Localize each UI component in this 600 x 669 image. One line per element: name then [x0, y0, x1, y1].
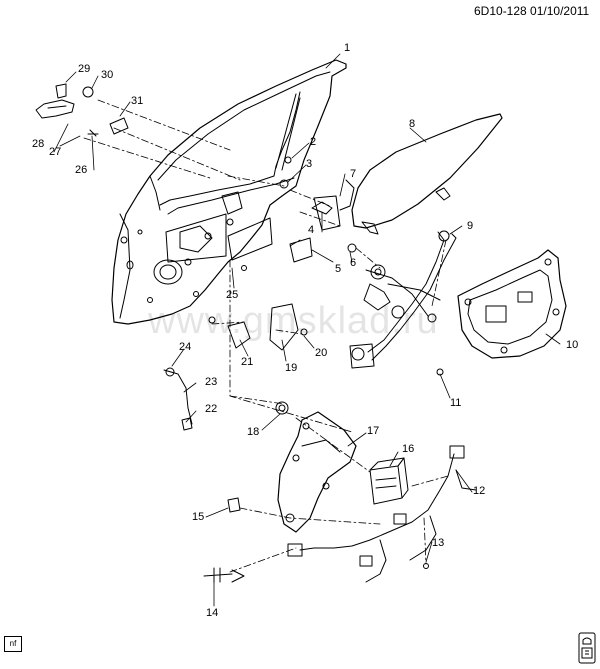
window-regulator [349, 230, 457, 369]
callout-27: 27 [49, 146, 62, 158]
callout-19: 19 [285, 362, 298, 374]
callout-30: 30 [101, 69, 114, 81]
window-glass [351, 113, 503, 235]
callout-11: 11 [450, 397, 462, 409]
callout-5: 5 [335, 263, 342, 275]
callout-8: 8 [409, 118, 416, 130]
corner-tag: nf [4, 636, 22, 652]
watermark-text: www.gmsklad.ru [148, 300, 439, 342]
callout-3: 3 [306, 158, 313, 170]
outside-handle [35, 83, 129, 137]
callout-16: 16 [402, 443, 415, 455]
callout-24: 24 [179, 341, 192, 353]
callout-25: 25 [226, 289, 239, 301]
control-module [369, 457, 409, 505]
callout-4: 4 [308, 224, 315, 236]
callout-26: 26 [75, 164, 88, 176]
leader-lines [53, 53, 561, 607]
callout-13: 13 [432, 537, 445, 549]
wiring-harness [287, 445, 477, 583]
callout-2: 2 [310, 136, 317, 148]
callout-1: 1 [344, 42, 351, 54]
callout-18: 18 [247, 426, 260, 438]
callout-21: 21 [241, 356, 254, 368]
callout-14: 14 [206, 607, 219, 619]
callout-12: 12 [473, 485, 486, 497]
module-panel [457, 249, 567, 359]
callout-23: 23 [205, 376, 218, 388]
callout-15: 15 [192, 511, 205, 523]
callout-20: 20 [315, 347, 328, 359]
callout-31: 31 [131, 95, 144, 107]
callout-22: 22 [205, 403, 218, 415]
callout-7: 7 [350, 168, 357, 180]
callout-17: 17 [367, 425, 380, 437]
callout-6: 6 [350, 257, 357, 269]
drawing-reference: 6D10-128 01/10/2011 [474, 4, 590, 18]
callout-9: 9 [467, 220, 474, 232]
assembly-lines [83, 99, 449, 573]
callout-10: 10 [566, 339, 579, 351]
callout-28: 28 [32, 138, 45, 150]
hardware-parts [163, 156, 444, 583]
door-shell [111, 59, 347, 325]
brand-logo-icon [578, 632, 596, 664]
callout-29: 29 [78, 63, 91, 75]
